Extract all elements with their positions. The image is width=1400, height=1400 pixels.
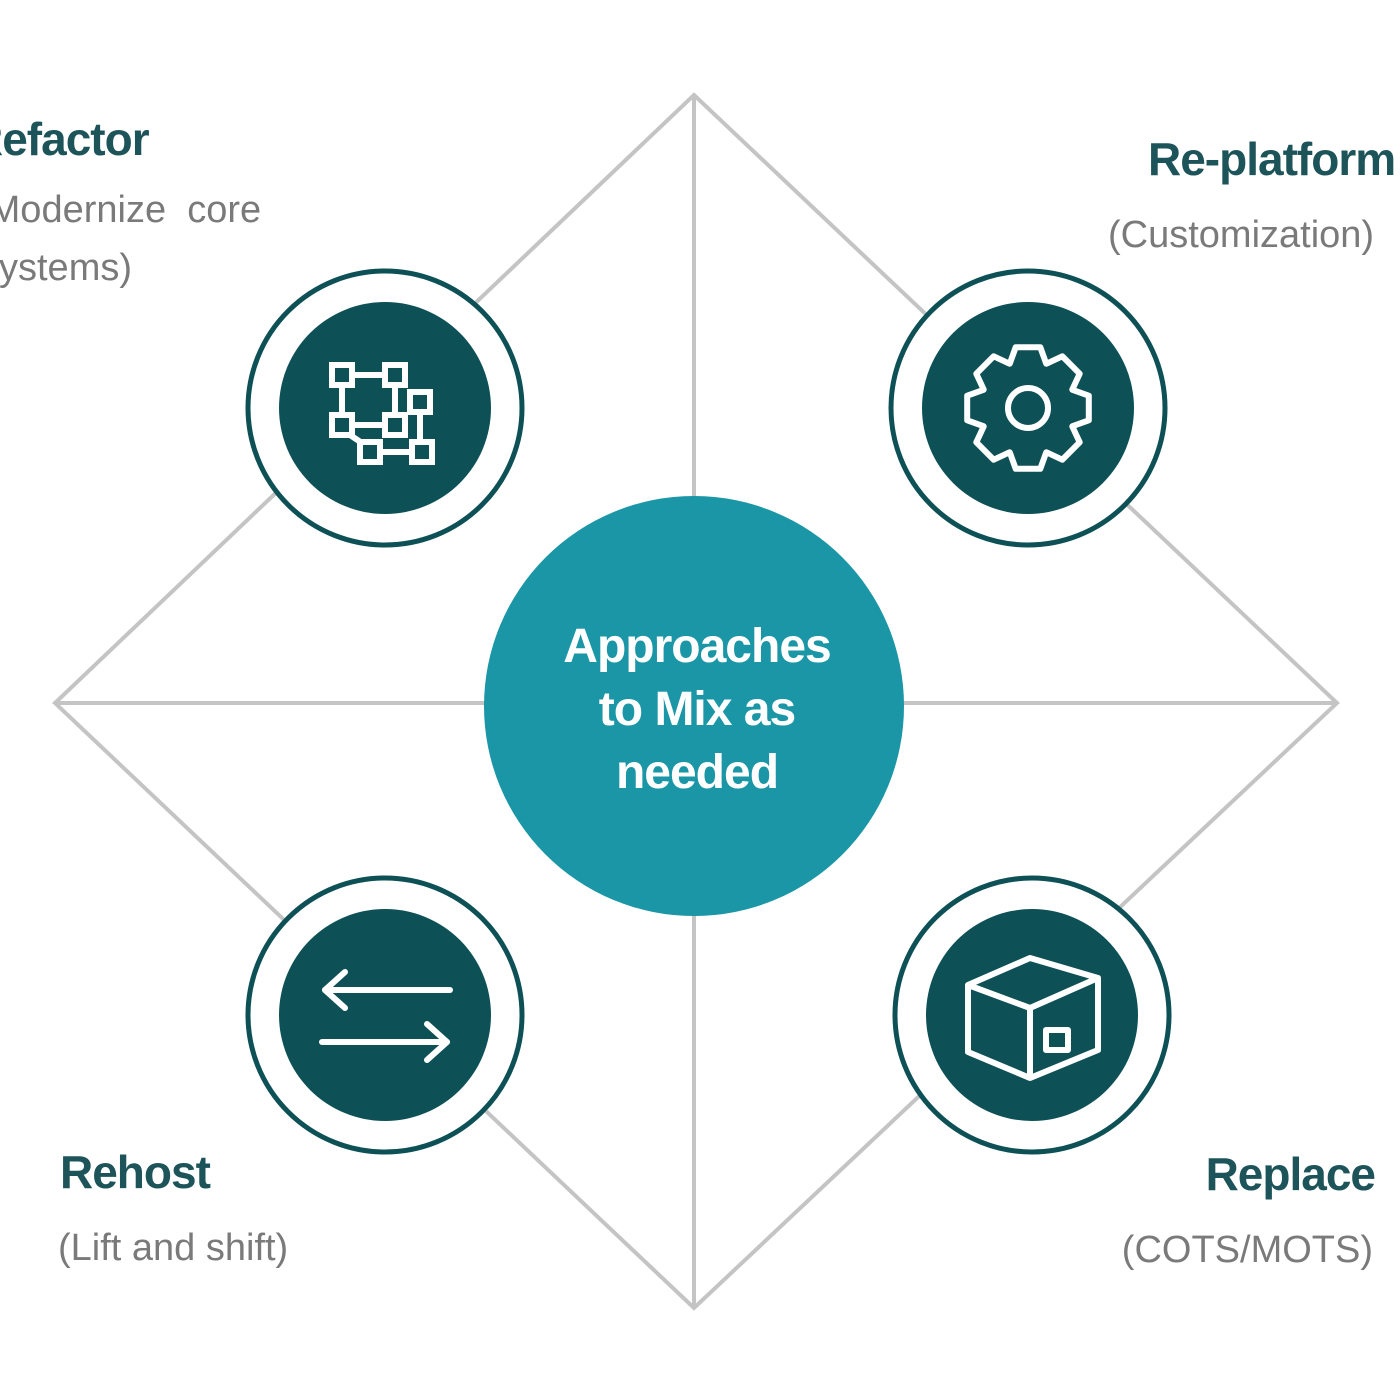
network-nodes-icon <box>329 362 435 465</box>
replatform-subtitle: (Customization) <box>1108 214 1374 256</box>
gear-icon <box>964 344 1092 472</box>
center-text-line-2: to Mix as <box>599 683 795 736</box>
rehost-badge <box>245 875 525 1155</box>
rehost-title: Rehost <box>60 1146 211 1198</box>
replace-title: Replace <box>1206 1148 1376 1200</box>
center-text-line-3: needed <box>616 746 778 799</box>
refactor-title: Refactor <box>0 113 150 165</box>
center-text-line-1: Approaches <box>563 620 830 673</box>
swap-arrows-icon <box>319 969 453 1063</box>
center-circle: Approaches to Mix as needed <box>484 496 904 916</box>
refactor-subtitle-line-1: (Modernize core <box>0 189 261 231</box>
replace-badge <box>892 875 1172 1155</box>
refactor-subtitle-line-2: systems) <box>0 247 132 289</box>
refactor-badge <box>245 268 525 548</box>
replatform-title: Re-platform <box>1148 133 1395 185</box>
replace-subtitle: (COTS/MOTS) <box>1122 1229 1373 1271</box>
package-box-icon <box>965 955 1101 1081</box>
rehost-subtitle: (Lift and shift) <box>58 1227 288 1269</box>
replatform-badge <box>888 268 1168 548</box>
